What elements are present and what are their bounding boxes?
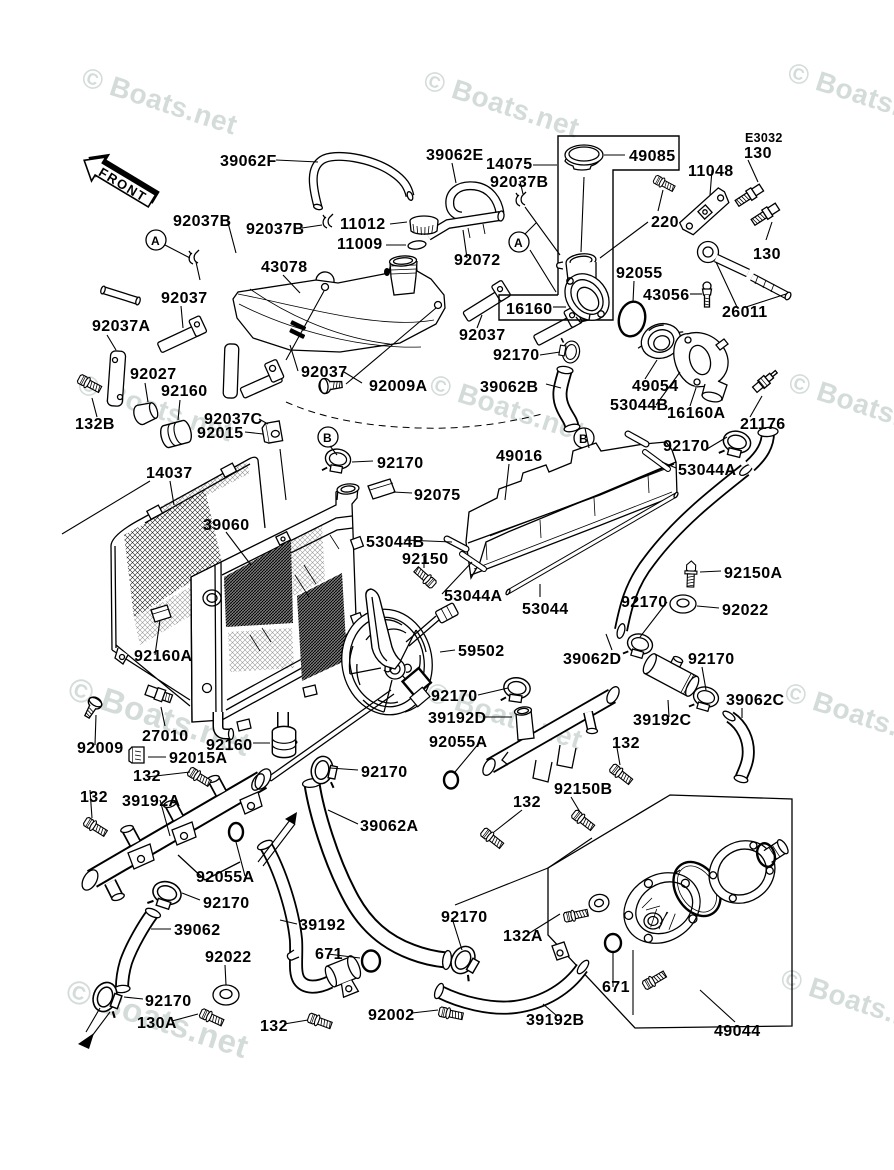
svg-text:132: 132: [260, 1018, 288, 1035]
svg-text:92072: 92072: [454, 252, 501, 269]
svg-text:11012: 11012: [340, 216, 386, 233]
svg-text:43078: 43078: [261, 259, 308, 276]
svg-text:16160: 16160: [506, 301, 553, 318]
svg-text:39062: 39062: [174, 922, 221, 939]
svg-text:92037B: 92037B: [173, 213, 231, 230]
svg-text:132: 132: [80, 789, 108, 806]
svg-text:92170: 92170: [377, 455, 424, 472]
svg-text:92160: 92160: [161, 383, 208, 400]
svg-text:53044B: 53044B: [610, 397, 668, 414]
svg-text:B: B: [323, 431, 332, 445]
svg-text:92009: 92009: [77, 740, 124, 757]
svg-text:92170: 92170: [493, 347, 540, 364]
svg-text:92022: 92022: [722, 602, 769, 619]
svg-text:92170: 92170: [145, 993, 192, 1010]
svg-text:92037C: 92037C: [204, 411, 262, 428]
svg-text:39062A: 39062A: [360, 818, 418, 835]
svg-text:92170: 92170: [203, 895, 250, 912]
svg-text:39192C: 39192C: [633, 712, 691, 729]
svg-text:39060: 39060: [203, 517, 250, 534]
svg-text:16160A: 16160A: [667, 405, 725, 422]
svg-text:92150A: 92150A: [724, 565, 782, 582]
svg-text:A: A: [514, 236, 523, 250]
svg-text:B: B: [579, 432, 588, 446]
svg-text:671: 671: [602, 979, 630, 996]
svg-text:59502: 59502: [458, 643, 505, 660]
svg-text:92170: 92170: [441, 909, 488, 926]
svg-text:A: A: [151, 234, 160, 248]
svg-text:53044A: 53044A: [444, 588, 502, 605]
svg-text:92055A: 92055A: [196, 869, 254, 886]
svg-text:671: 671: [315, 946, 343, 963]
svg-text:E3032: E3032: [745, 131, 783, 145]
svg-text:132B: 132B: [75, 416, 115, 433]
svg-text:132: 132: [513, 794, 541, 811]
svg-text:39062C: 39062C: [726, 692, 784, 709]
svg-text:92015A: 92015A: [169, 750, 227, 767]
svg-text:53044A: 53044A: [678, 462, 736, 479]
svg-text:26011: 26011: [722, 304, 768, 321]
svg-text:49085: 49085: [629, 148, 676, 165]
svg-text:11009: 11009: [337, 236, 383, 253]
svg-text:92002: 92002: [368, 1007, 415, 1024]
svg-text:130A: 130A: [137, 1015, 177, 1032]
svg-text:27010: 27010: [142, 728, 189, 745]
svg-text:92037A: 92037A: [92, 318, 150, 335]
svg-text:39062E: 39062E: [426, 147, 484, 164]
svg-text:92022: 92022: [205, 949, 252, 966]
svg-text:92170: 92170: [688, 651, 735, 668]
svg-text:132: 132: [612, 735, 640, 752]
svg-text:39192A: 39192A: [122, 793, 180, 810]
svg-text:43056: 43056: [643, 287, 690, 304]
svg-text:92170: 92170: [621, 594, 668, 611]
svg-text:92037B: 92037B: [246, 221, 304, 238]
svg-text:92075: 92075: [414, 487, 461, 504]
svg-text:92160A: 92160A: [134, 648, 192, 665]
svg-text:14075: 14075: [486, 156, 533, 173]
svg-text:132A: 132A: [503, 928, 543, 945]
svg-text:92015: 92015: [197, 425, 244, 442]
svg-text:92150: 92150: [402, 551, 449, 568]
svg-text:21176: 21176: [740, 416, 786, 433]
svg-text:220: 220: [651, 214, 679, 231]
svg-text:49054: 49054: [632, 378, 679, 395]
svg-text:39192: 39192: [299, 917, 346, 934]
svg-text:92170: 92170: [361, 764, 408, 781]
svg-text:14037: 14037: [146, 465, 193, 482]
svg-text:39062D: 39062D: [563, 651, 621, 668]
svg-text:39192D: 39192D: [428, 710, 486, 727]
svg-text:92037B: 92037B: [490, 174, 548, 191]
svg-text:92170: 92170: [431, 688, 478, 705]
svg-text:92027: 92027: [130, 366, 177, 383]
svg-text:39062F: 39062F: [220, 153, 277, 170]
svg-text:92009A: 92009A: [369, 378, 427, 395]
svg-text:53044B: 53044B: [366, 534, 424, 551]
svg-text:130: 130: [744, 145, 772, 162]
svg-text:92037: 92037: [459, 327, 506, 344]
svg-text:132: 132: [133, 768, 161, 785]
svg-text:11048: 11048: [688, 163, 734, 180]
svg-text:92160: 92160: [206, 737, 253, 754]
svg-text:49016: 49016: [496, 448, 543, 465]
svg-text:92037: 92037: [161, 290, 208, 307]
svg-text:130: 130: [753, 246, 781, 263]
svg-text:53044: 53044: [522, 601, 569, 618]
svg-text:49044: 49044: [714, 1023, 761, 1040]
svg-text:92055: 92055: [616, 265, 663, 282]
svg-text:39192B: 39192B: [526, 1012, 584, 1029]
svg-text:92150B: 92150B: [554, 781, 612, 798]
svg-text:39062B: 39062B: [480, 379, 538, 396]
svg-text:92037: 92037: [301, 364, 348, 381]
svg-text:92055A: 92055A: [429, 734, 487, 751]
svg-text:92170: 92170: [663, 438, 710, 455]
